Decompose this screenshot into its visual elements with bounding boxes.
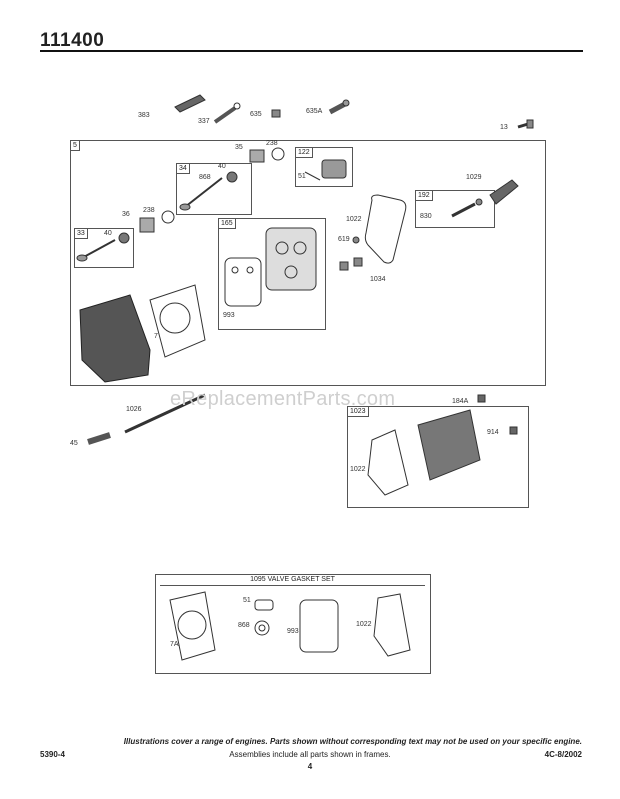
valve-cover-gasket-1022-icon [364, 194, 407, 264]
gasket-51-icon [254, 599, 274, 611]
label-184a: 184A [452, 398, 469, 405]
label-635: 635 [250, 111, 262, 118]
stud-830-icon [451, 198, 483, 218]
label-1022a: 1022 [346, 216, 362, 223]
label-993a: 993 [223, 312, 235, 319]
frame-192 [415, 190, 495, 228]
label-45: 45 [70, 440, 78, 447]
footer-date-code: 4C-8/2002 [544, 750, 582, 759]
spark-plug-icon [213, 102, 241, 124]
fitting-635-icon [271, 109, 281, 118]
label-1029: 1029 [466, 174, 482, 181]
label-7: 7 [154, 333, 158, 340]
page-number: 4 [307, 762, 313, 771]
valve-635a-icon [328, 99, 350, 115]
label-40a: 40 [218, 163, 226, 170]
frame-34 [176, 163, 252, 215]
frame-165 [218, 218, 326, 330]
pushrod-guide-1034-icon [339, 257, 363, 271]
frame-1023 [347, 406, 529, 508]
gasket-1022c-icon [373, 593, 411, 657]
label-1022b: 1022 [350, 466, 366, 473]
screw-184a-icon [477, 394, 486, 403]
cylinder-block-icon [79, 294, 151, 383]
label-238b: 238 [143, 207, 155, 214]
gasket-7a-icon [169, 591, 216, 661]
breather-122-icon [304, 159, 347, 181]
washer-238-icon [271, 147, 285, 161]
title-rule [40, 50, 583, 52]
frame-tag-165: 165 [218, 218, 236, 229]
footer-model-code: 5390-4 [40, 750, 65, 759]
tappet-45-icon [87, 432, 111, 445]
frame-33 [74, 228, 134, 268]
seal-868-icon [254, 620, 270, 636]
footer-disclaimer: Illustrations cover a range of engines. … [123, 737, 582, 746]
label-7a: 7A [170, 641, 179, 648]
valve-cover-1023-icon [417, 409, 481, 481]
valve-34-icon [179, 171, 238, 211]
label-383: 383 [138, 112, 150, 119]
frame-tag-192: 192 [415, 190, 433, 201]
screw-914-icon [509, 426, 518, 435]
label-36: 36 [122, 211, 130, 218]
frame-122 [295, 147, 353, 187]
head-gasket-165-icon [224, 257, 262, 307]
gasket-993-icon [299, 599, 339, 653]
bolt-13-icon [517, 119, 534, 129]
frame-tag-33: 33 [74, 228, 88, 239]
frame-tag-1023: 1023 [347, 406, 369, 417]
valve-cover-gasket-1022b-icon [367, 429, 409, 496]
valve-spring-35-icon [249, 149, 265, 163]
label-1026: 1026 [126, 406, 142, 413]
label-13: 13 [500, 124, 508, 131]
frame-1095-gasket-set [155, 574, 431, 674]
label-619: 619 [338, 236, 350, 243]
label-1034: 1034 [370, 276, 386, 283]
label-51: 51 [298, 173, 306, 180]
label-35: 35 [235, 144, 243, 151]
frame-tag-122: 122 [295, 147, 313, 158]
cylinder-gasket-7-icon [149, 284, 206, 358]
pushrod-1026-icon [124, 393, 206, 434]
label-51b: 51 [243, 597, 251, 604]
label-993b: 993 [287, 628, 299, 635]
label-914: 914 [487, 429, 499, 436]
frame-5-cylinder-head-assembly [70, 140, 546, 386]
washer-238b-icon [161, 210, 175, 224]
label-238a: 238 [266, 140, 278, 147]
footer-assemblies-note: Assemblies include all parts shown in fr… [229, 750, 391, 759]
spark-plug-wrench-icon [174, 94, 206, 113]
cylinder-head-165-icon [265, 227, 317, 291]
label-337: 337 [198, 118, 210, 125]
frame-tag-5: 5 [70, 140, 80, 151]
label-868b: 868 [238, 622, 250, 629]
label-1022c: 1022 [356, 621, 372, 628]
fastener-619-icon [352, 236, 360, 244]
page-title: 111400 [40, 30, 105, 51]
rocker-arm-1029-icon [489, 179, 519, 205]
label-40b: 40 [104, 230, 112, 237]
frame-tag-34: 34 [176, 163, 190, 174]
label-830: 830 [420, 213, 432, 220]
valve-33-icon [76, 232, 130, 262]
label-635a: 635A [306, 108, 323, 115]
gasket-set-title: 1095 VALVE GASKET SET [160, 575, 425, 586]
spring-36-icon [139, 217, 155, 233]
watermark: eReplacementParts.com [170, 388, 396, 410]
label-868: 868 [199, 174, 211, 181]
